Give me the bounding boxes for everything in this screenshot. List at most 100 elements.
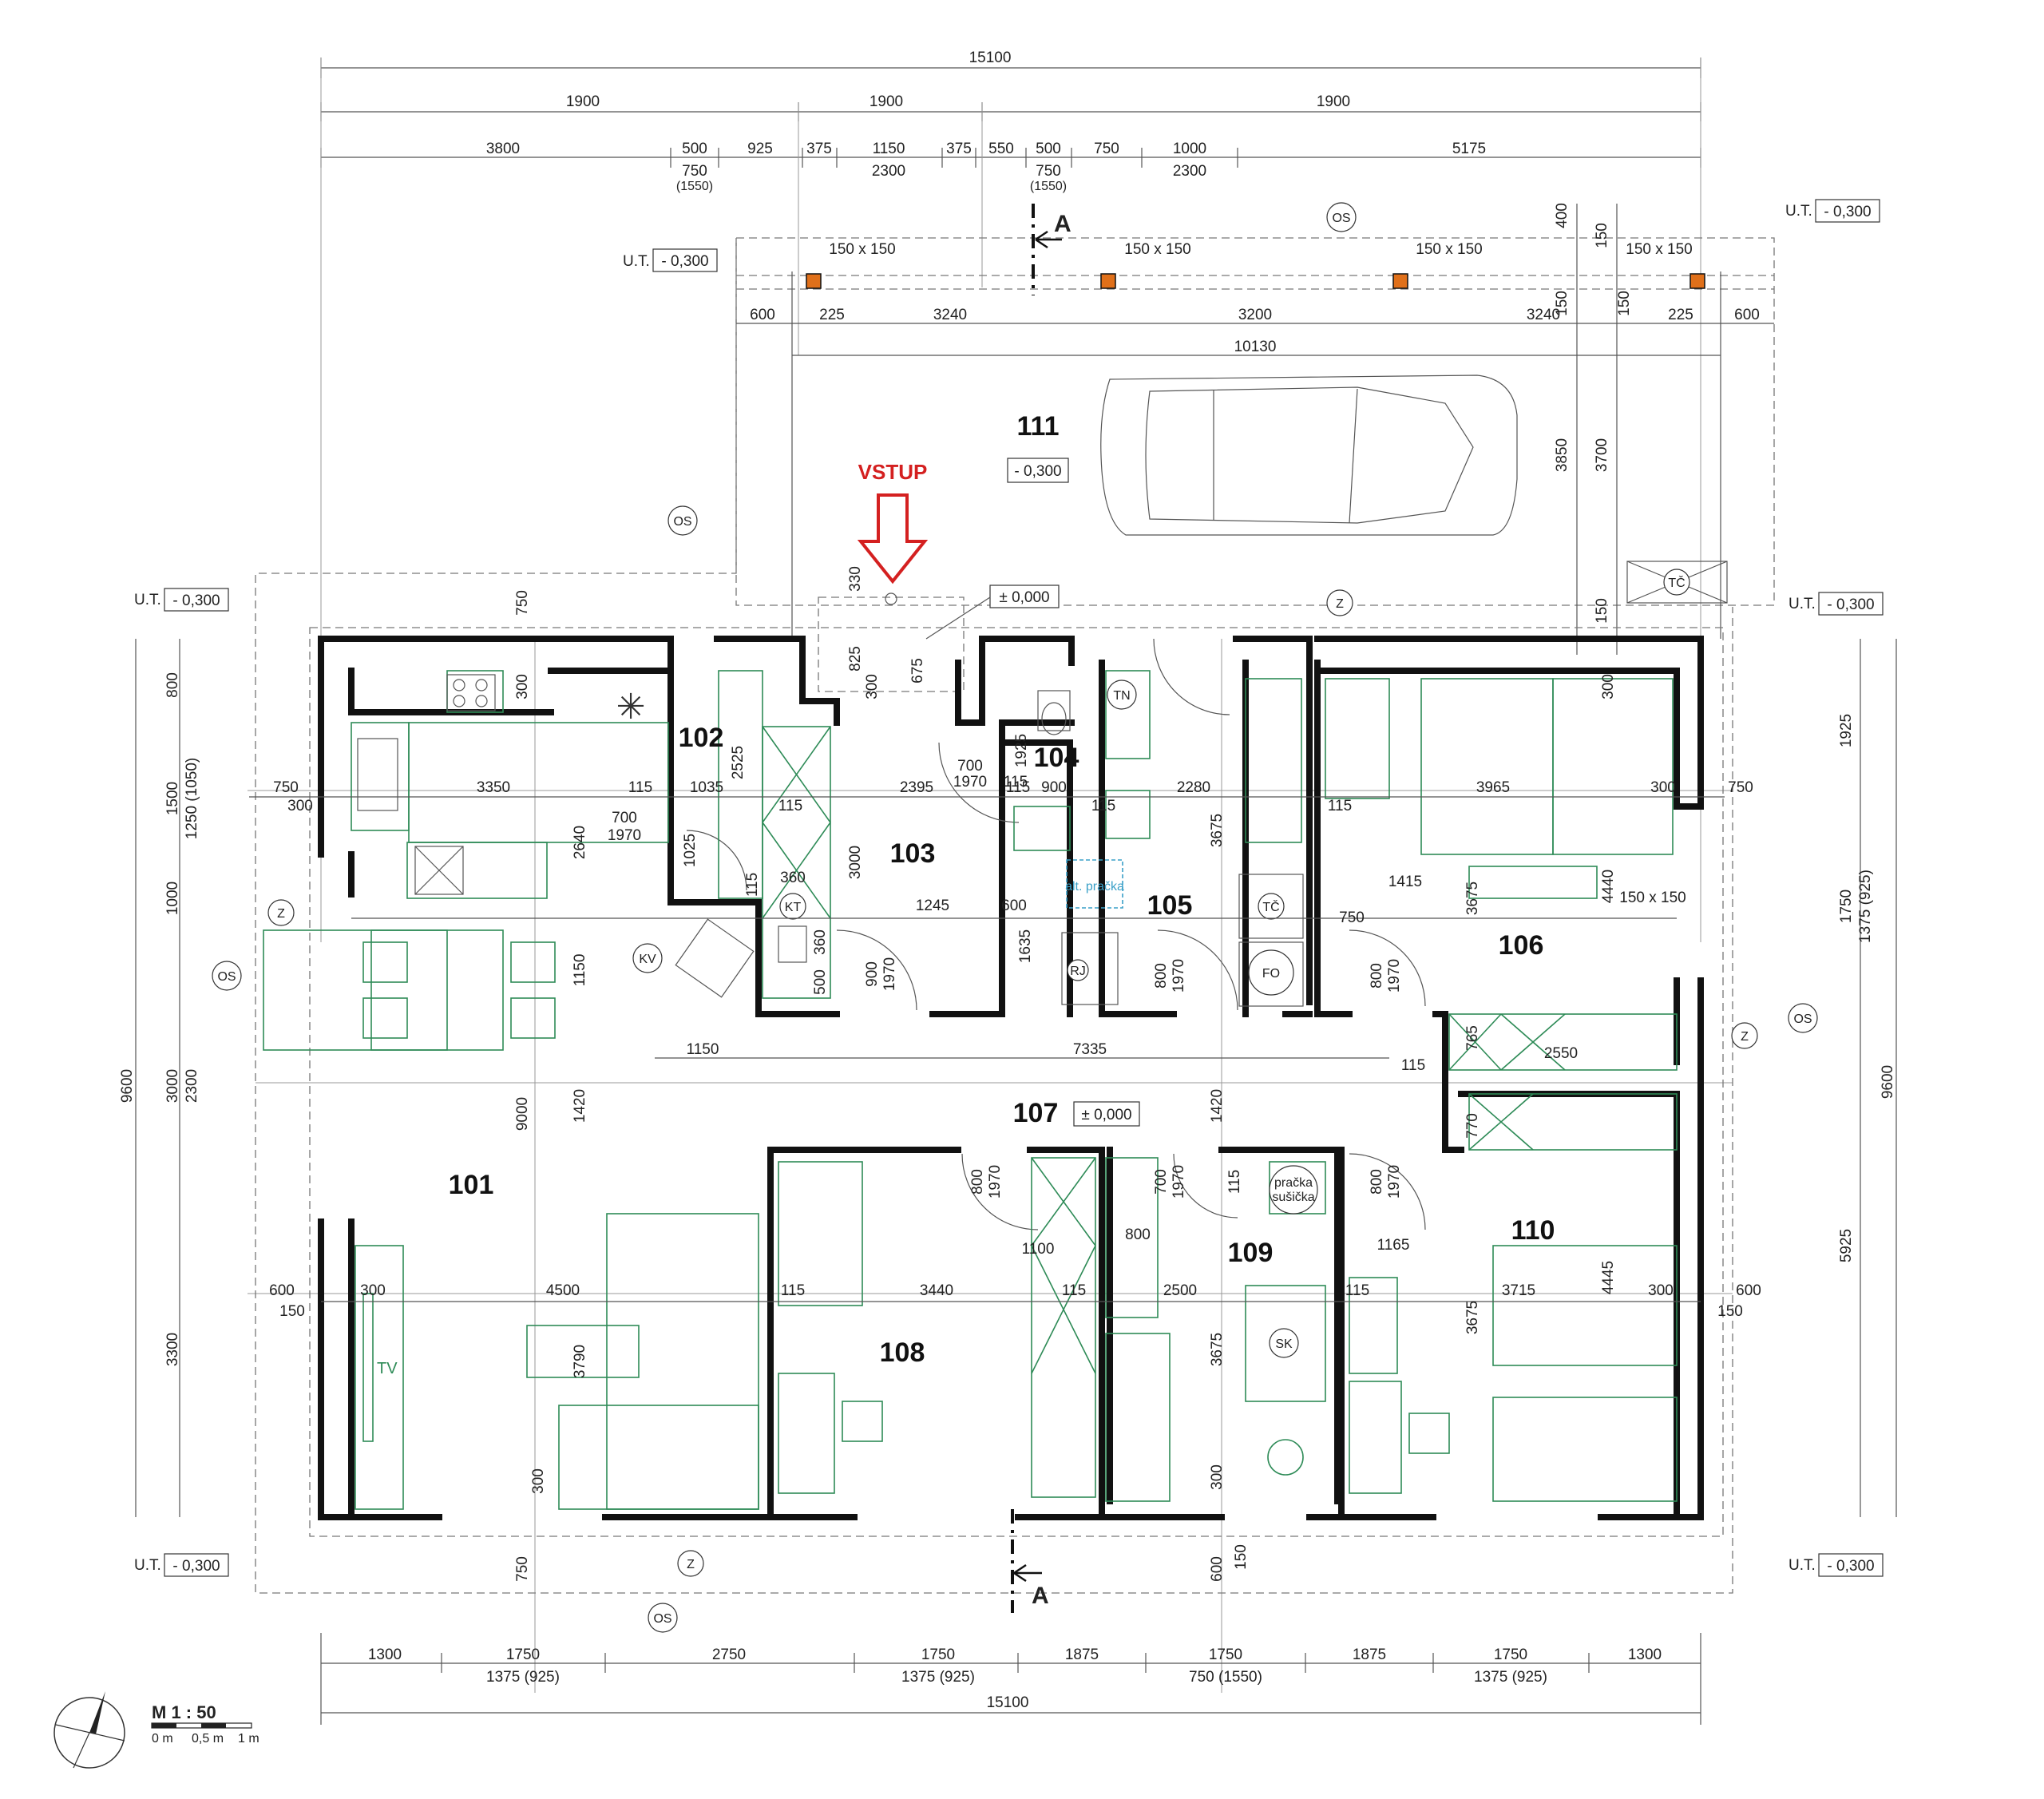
dim-2640: 2640 [572,826,588,859]
dim-765: 765 [1464,1025,1481,1051]
top-dim-750: 750 [1094,141,1119,157]
room-105: 105 [1147,890,1193,921]
bottom-sub-750: 750 (1550) [1189,1669,1262,1686]
sk-label: SK [1275,1337,1293,1351]
top-sub-750-a: 750 [682,163,707,180]
room-101: 101 [449,1170,494,1200]
dim-600-south: 600 [1209,1556,1226,1582]
dim-150-south: 150 [1233,1544,1250,1570]
pergola-side-3850: 3850 [1554,438,1571,472]
pergola-side-150-b: 150 [1554,291,1571,316]
overall-width-top: 15100 [969,50,1012,66]
pergola-dim-600-l: 600 [750,307,775,323]
dim-600-a: 600 [1001,898,1027,914]
dim-300-north: 300 [514,674,531,699]
interior-dimensions: 750 300 3350 115 1035 115 2395 115 900 1… [249,590,1761,1582]
side-dimension-chains: 9600 800 1500 1250 (1050) 1000 3000 2300… [119,639,1897,1517]
dim-750-north: 750 [514,590,531,616]
pergola-dim-225-r: 225 [1668,307,1693,323]
scale-05: 0,5 m [192,1732,224,1746]
dim-2280: 2280 [1177,779,1210,796]
heat-pump-outdoor [1626,561,1728,604]
bottom-sub-1375-c: 1375 (925) [1474,1669,1547,1686]
os-marker-3: OS [217,970,236,984]
dim-3675-d: 3675 [1464,1301,1481,1334]
ut-value-5: - 0,300 [172,1558,220,1575]
os-marker-1: OS [1332,212,1350,225]
section-a-bottom: A [1032,1583,1049,1609]
ut-label-4: U.T. [1788,596,1816,612]
dim-800-a: 800 [1125,1226,1151,1243]
overall-height-right: 9600 [1880,1065,1896,1099]
top-dim-1900-a: 1900 [566,93,600,110]
dim-150-e: 150 [1717,1303,1743,1320]
bottom-sub-1375-a: 1375 (925) [486,1669,560,1686]
dim-7335: 7335 [1073,1041,1107,1058]
washer-label: pračka [1274,1176,1313,1190]
door-1970-d: 1970 [987,1165,1004,1199]
door-1970-f: 1970 [1386,1165,1403,1199]
car-outline [1100,374,1518,536]
room-106: 106 [1499,930,1544,961]
top-sub-1550-a: (1550) [676,180,713,193]
dim-300-west: 300 [287,798,313,814]
dim-360-b: 360 [812,929,829,955]
os-marker-4: OS [1793,1012,1812,1026]
dim-700-a: 700 [612,810,637,826]
bottom-dimension-chains: 1300 1750 2750 1750 1875 1750 1875 1750 … [320,1633,1701,1725]
kitchen-sink [357,738,398,811]
entrance-arrow-icon [857,493,929,584]
dim-750-south: 750 [514,1556,531,1582]
left-dim-1250: 1250 (1050) [184,758,200,839]
top-sub-1550-b: (1550) [1030,180,1067,193]
ut-label-1: U.T. [623,253,650,270]
dim-2500: 2500 [1163,1282,1197,1299]
pergola-span: 10130 [1234,339,1277,355]
bottom-dim-1875-b: 1875 [1353,1646,1386,1663]
dim-1970-b: 1970 [953,774,987,791]
scale-1: 1 m [238,1732,259,1746]
post-size-2: 150 x 150 [1124,241,1190,258]
left-dim-800: 800 [164,672,181,698]
dim-1420-a: 1420 [572,1089,588,1123]
tc-outdoor-label: TČ [1668,575,1685,590]
dim-115-h: 115 [781,1282,805,1299]
top-sub-750-b: 750 [1036,163,1061,180]
z-marker-2: Z [277,907,285,921]
os-marker-2: OS [673,515,691,529]
dim-300-n2: 300 [1600,674,1617,699]
doors [686,638,1426,1230]
ut-value-6: - 0,300 [1827,1558,1874,1575]
kv-label: KV [639,953,656,966]
tn-label: TN [1113,689,1130,703]
bottom-dim-1750-c: 1750 [1209,1646,1242,1663]
ut-label-6: U.T. [1788,1557,1816,1574]
dim-1925: 1925 [1013,734,1030,767]
dim-3965: 3965 [1476,779,1510,796]
pergola-dim-3240-b: 3240 [1527,307,1560,323]
corridor-level: ± 0,000 [1081,1107,1131,1123]
os-marker-5: OS [653,1612,671,1626]
bottom-dim-2750: 2750 [712,1646,746,1663]
post-size-1: 150 x 150 [829,241,895,258]
top-sub-2300-a: 2300 [872,163,905,180]
pergola-side-150-a: 150 [1594,223,1610,248]
bottom-dim-1875-a: 1875 [1065,1646,1099,1663]
tv-label: TV [377,1360,398,1377]
walls [318,636,1704,1520]
dim-115-j: 115 [1345,1282,1369,1299]
room-104: 104 [1034,743,1079,773]
door-800-b: 800 [1369,963,1385,989]
z-marker-3: Z [1741,1030,1749,1044]
dim-700-b: 700 [957,758,983,775]
overall-width-bottom: 15100 [987,1694,1029,1711]
post-size-3: 150 x 150 [1416,241,1482,258]
dim-3000: 3000 [847,846,864,879]
scale-0: 0 m [152,1732,173,1746]
door-700-c: 700 [1153,1169,1170,1195]
dryer-label: sušička [1272,1191,1314,1204]
kt-label: KT [785,901,802,914]
door-800-d: 800 [1369,1169,1385,1195]
dim-4500: 4500 [546,1282,580,1299]
pergola-side-150-d: 150 [1594,598,1610,624]
